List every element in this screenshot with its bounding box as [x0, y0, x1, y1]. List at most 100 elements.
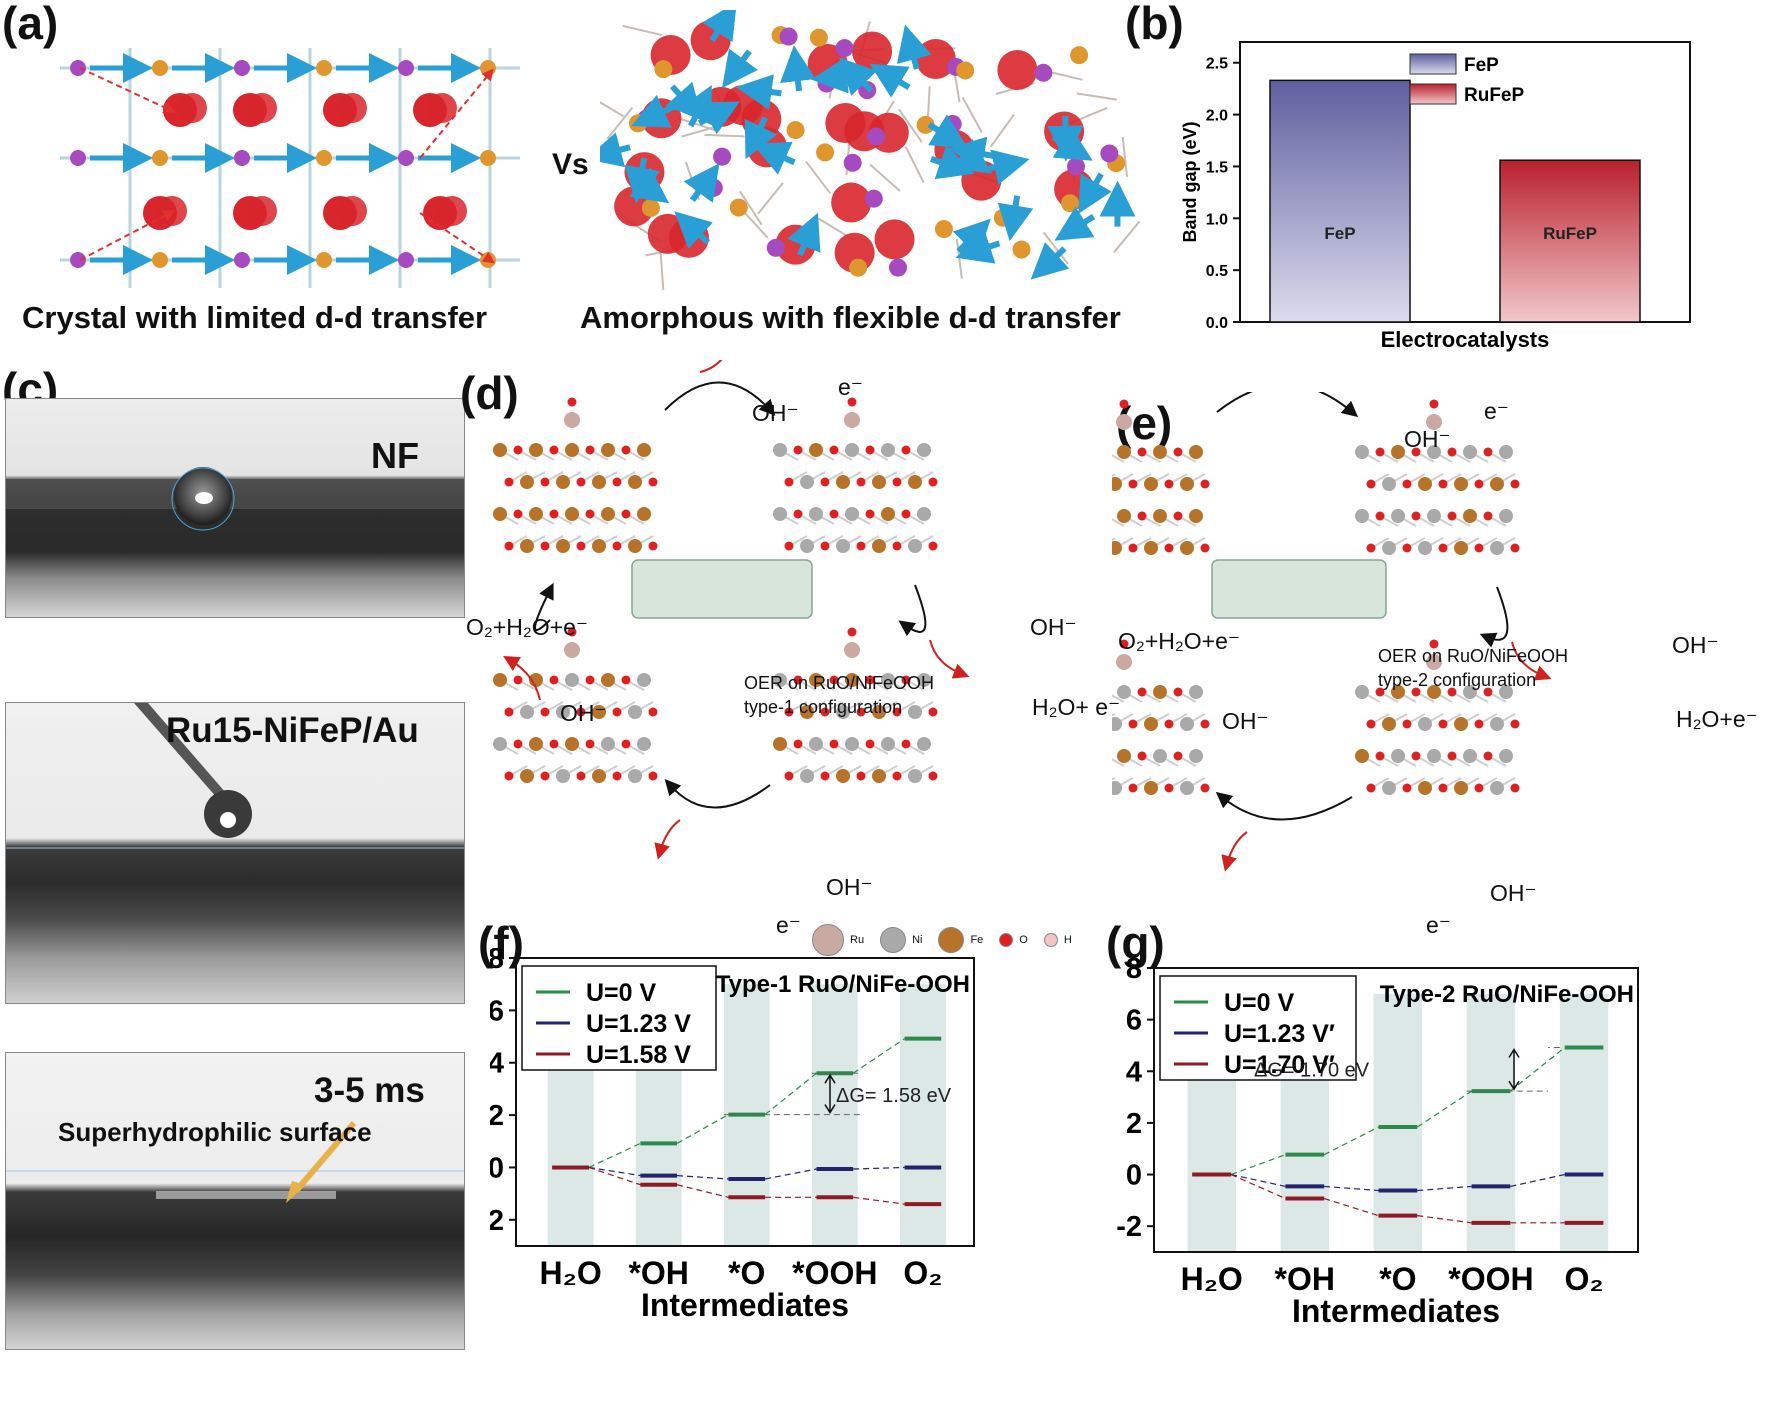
ru-adsorbate	[844, 642, 860, 658]
slab-atom	[549, 675, 559, 685]
lattice-atom	[316, 252, 332, 268]
flexible-transfer-arrow	[787, 212, 821, 257]
series-connector	[764, 1168, 817, 1180]
ru-cluster-atom	[337, 196, 367, 226]
contact-angle-image-ru15: Ru15-NiFeP/Au	[5, 702, 465, 1004]
slab-atom	[628, 475, 642, 489]
amorphous-bond	[757, 182, 784, 215]
slab-atom	[504, 477, 514, 487]
x-axis-label: Intermediates	[641, 1287, 849, 1323]
slab-atom	[1164, 479, 1174, 489]
atom-label-fe: Fe	[970, 934, 984, 946]
x-tick-label: H₂O	[539, 1255, 601, 1291]
slab-atom	[565, 507, 579, 521]
slab-atom	[1490, 717, 1504, 731]
product-release-arrow	[929, 639, 970, 679]
lattice-atom	[234, 60, 250, 76]
slab-atom	[1499, 685, 1513, 699]
amorphous-atom	[628, 114, 647, 133]
lattice-atom	[480, 150, 496, 166]
amorphous-bond	[704, 133, 745, 138]
amorphous-atom	[934, 220, 953, 239]
slab-atom	[628, 539, 642, 553]
delta-g-label: ΔG= 1.58 eV	[836, 1085, 952, 1107]
slab-atom	[908, 705, 922, 719]
nf-label: NF	[371, 435, 419, 476]
slab-atom	[1200, 543, 1210, 553]
flexible-transfer-arrow	[780, 45, 816, 92]
cycle-box-e-line1: OER on RuO/NiFeOOH	[1378, 646, 1569, 666]
slab-atom	[800, 475, 814, 489]
slab-atom	[1490, 477, 1504, 491]
atom-label-o: O	[1019, 934, 1028, 946]
intermediate-column	[1373, 993, 1423, 1252]
series-connector	[1230, 1154, 1286, 1176]
slab-atom	[836, 475, 850, 489]
atom-swatch-o	[999, 933, 1014, 947]
delta-g-label: ΔG= 1.70 eV	[1254, 1060, 1370, 1082]
energy-diagram-type2: -202468H₂O*OH*O*OOHO₂IntermediatesEnergy…	[1116, 953, 1639, 1329]
y-tick-label: -2	[1116, 1211, 1142, 1243]
series-connector	[1230, 1173, 1286, 1200]
slab-atom	[612, 477, 622, 487]
slab-atom	[520, 769, 534, 783]
slab-atom	[872, 769, 886, 783]
slab-atom	[637, 737, 651, 751]
lattice-atom	[70, 60, 86, 76]
slab-atom	[1411, 511, 1421, 521]
ru-adsorbate	[1426, 414, 1442, 430]
slab-atom	[1144, 477, 1158, 491]
flexible-transfer-arrow	[869, 63, 911, 98]
slab-atom	[1164, 719, 1174, 729]
slab-atom	[1490, 541, 1504, 555]
slab-atom	[1137, 447, 1147, 457]
slab-atom	[1375, 687, 1385, 697]
lattice-atom	[70, 252, 86, 268]
slab-atom	[793, 675, 803, 685]
limited-transfer-arrow	[419, 68, 494, 159]
bar-fep	[1269, 79, 1411, 323]
cycle-arrow-bottom	[1215, 791, 1353, 821]
slab-atom	[565, 443, 579, 457]
slab-atom	[820, 771, 830, 781]
y-tick-label: 8	[490, 948, 504, 975]
slab-atom	[504, 771, 514, 781]
cycle-label-box-e: OER on RuO/NiFeOOH type-2 configuration	[1378, 644, 1568, 692]
slab-atom	[809, 737, 823, 751]
slab-atom	[1128, 719, 1138, 729]
slab-atom	[576, 707, 586, 717]
slab-atom	[1463, 445, 1477, 459]
slab-atom	[928, 541, 938, 551]
slab-atom	[917, 737, 931, 751]
y-tick-label: 8	[1126, 953, 1142, 985]
legend-label: U=1.70 V′	[1224, 1051, 1335, 1079]
legend-label: U=1.23 V	[586, 1010, 691, 1038]
amorphous-atom	[786, 121, 805, 140]
slab-atom	[800, 769, 814, 783]
limited-transfer-arrow	[419, 212, 495, 264]
y-axis-label: Band gap (eV)	[1180, 121, 1200, 242]
slab-atom	[809, 443, 823, 457]
slab-atom	[892, 477, 902, 487]
delta-arrowhead	[1508, 1080, 1520, 1091]
slab-atom	[576, 541, 586, 551]
slab-atom	[892, 707, 902, 717]
amorphous-bond	[898, 108, 923, 143]
y-tick-label: 0	[1126, 1160, 1142, 1192]
slab-atom	[773, 737, 787, 751]
slab-atom	[585, 445, 595, 455]
ru-cluster-atom	[247, 93, 277, 123]
slab-atom	[820, 477, 830, 487]
slab-atom	[1391, 509, 1405, 523]
ru-adsorbate	[844, 412, 860, 428]
slab-atom	[1483, 687, 1493, 697]
series-connector	[676, 1184, 729, 1198]
slab-atom	[1510, 479, 1520, 489]
d-left-oh: OH⁻	[560, 700, 607, 726]
slab-atom	[773, 507, 787, 521]
slab-atom	[576, 771, 586, 781]
delta-arrowhead	[824, 1104, 836, 1114]
d-top-e: e⁻	[838, 374, 863, 400]
lattice-atom	[316, 150, 332, 166]
